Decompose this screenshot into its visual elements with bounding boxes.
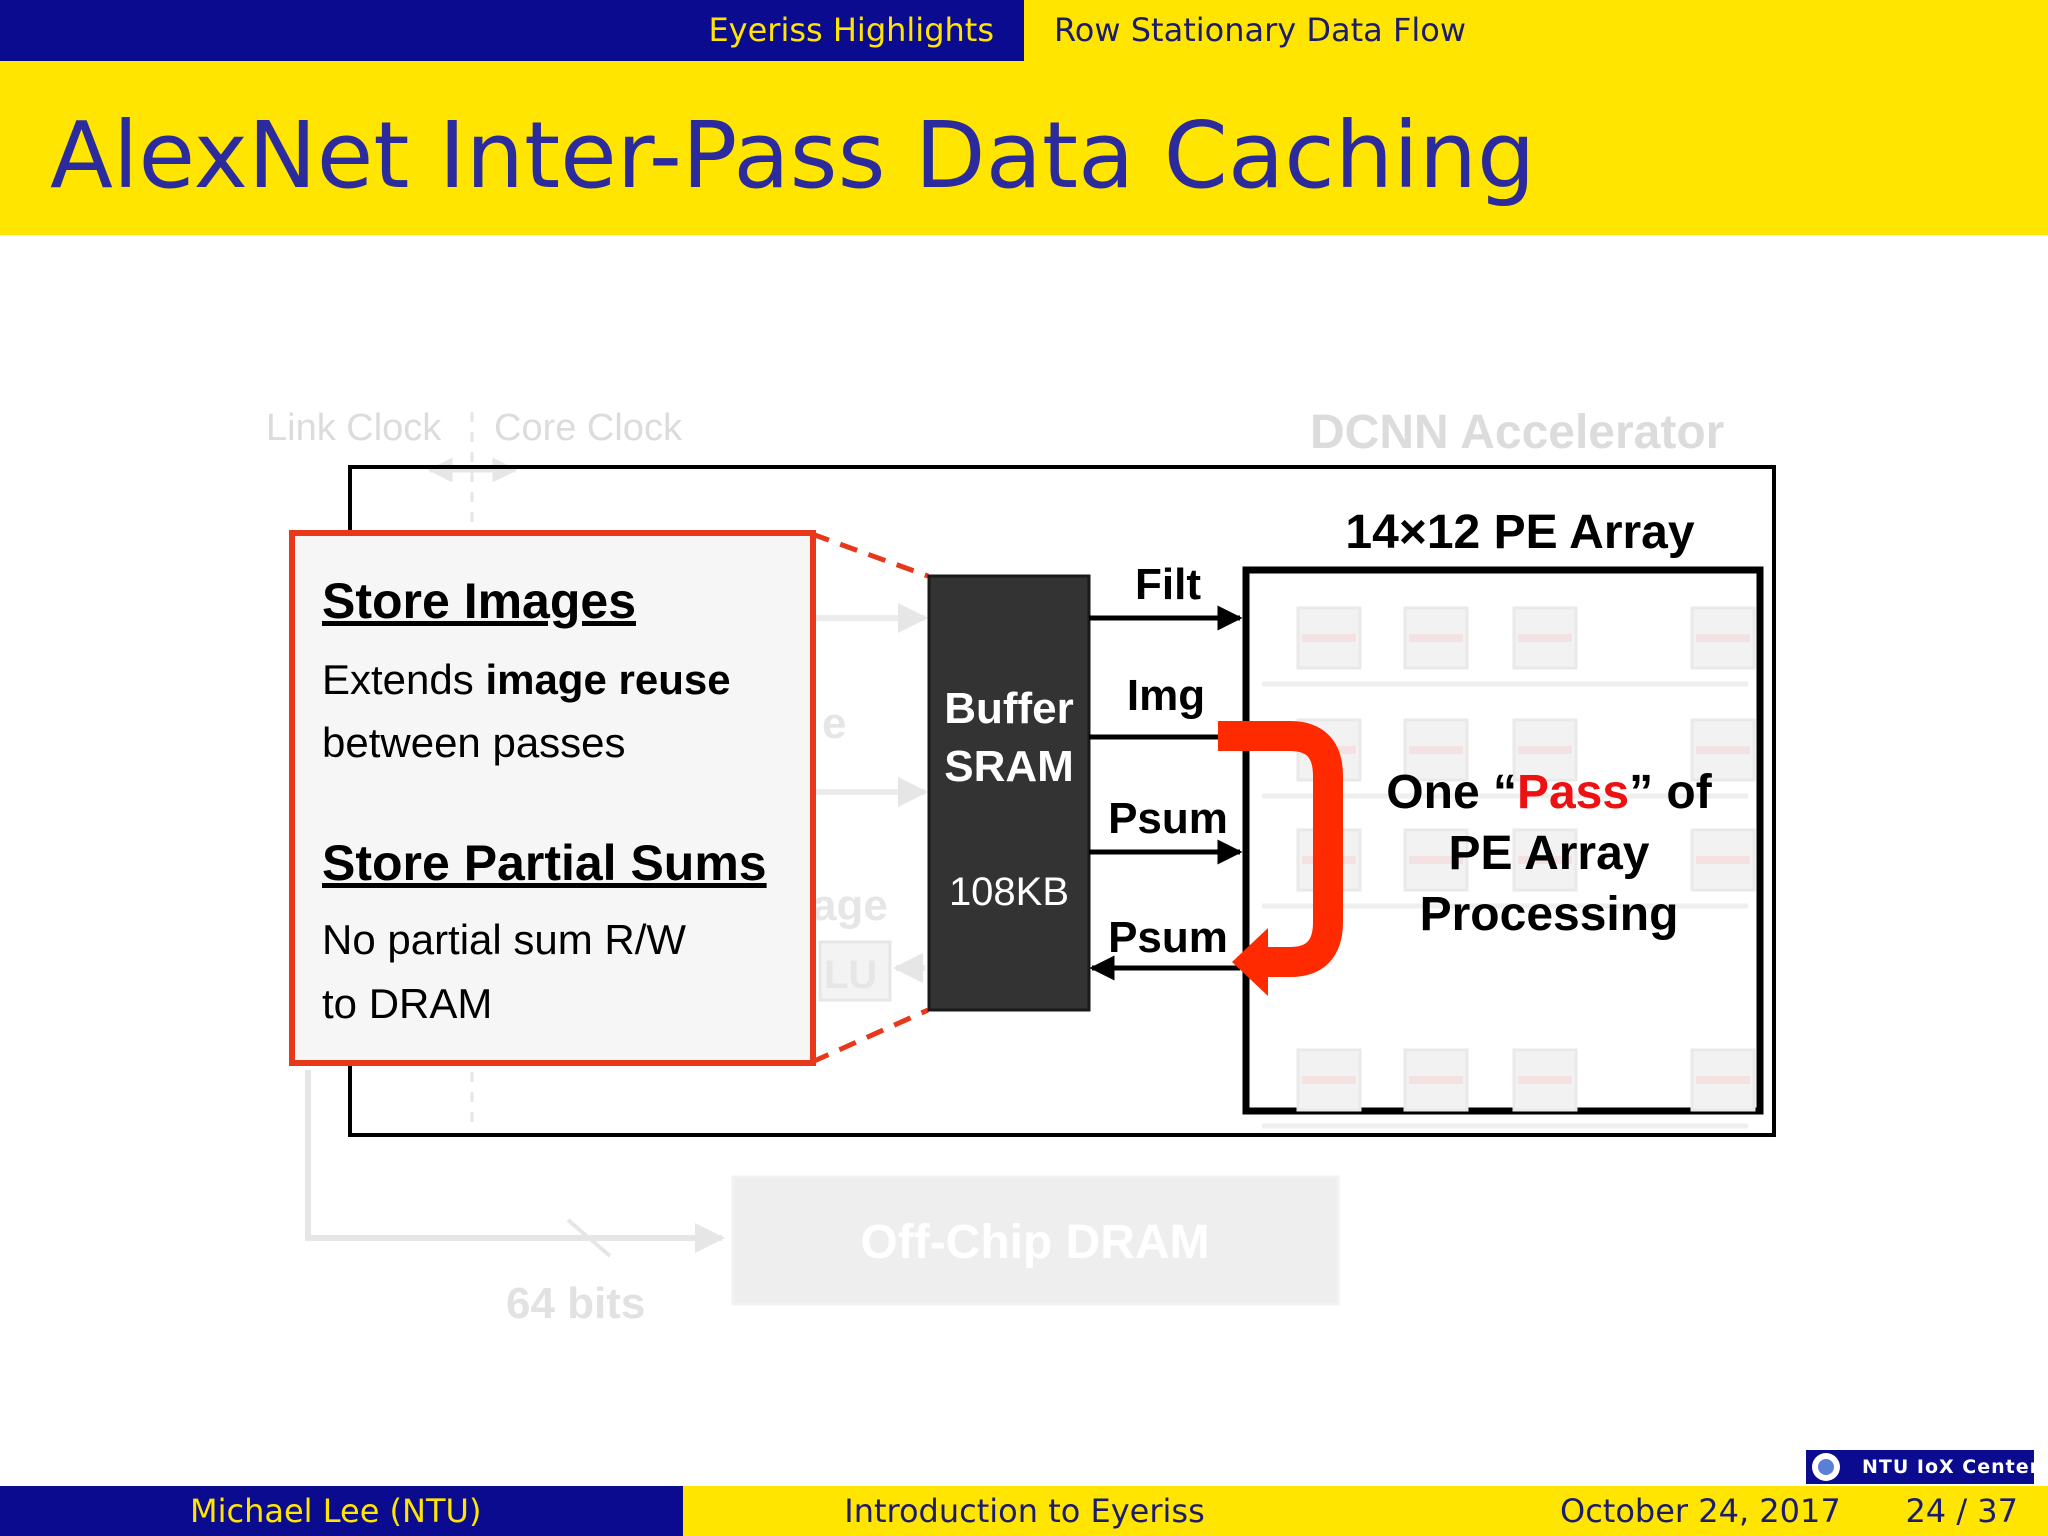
footer-page-number: 24 / 37 xyxy=(1905,1492,2018,1530)
ntu-iox-logo: NTU IoX Center xyxy=(1806,1450,2039,1484)
pe-cell-stripe xyxy=(1409,1076,1463,1084)
pe-cell-stripe xyxy=(1696,746,1750,754)
footer-author: Michael Lee (NTU) xyxy=(190,1492,482,1530)
store-images-line2: between passes xyxy=(322,719,626,766)
store-psums-heading: Store Partial Sums xyxy=(322,835,767,891)
faded-fragment-age: age xyxy=(812,881,888,930)
psum-in-label: Psum xyxy=(1108,794,1228,843)
core-clock-label: Core Clock xyxy=(494,407,683,449)
pe-cell-stripe xyxy=(1696,634,1750,642)
nav-section-link[interactable]: Eyeriss Highlights xyxy=(708,11,994,49)
callout-box xyxy=(289,530,816,1066)
pe-cell-stripe xyxy=(1302,1076,1356,1084)
footer-talk-bar: Introduction to Eyeriss xyxy=(683,1486,1366,1536)
dram-link-line xyxy=(305,1070,725,1253)
store-images-line1: Extends image reuse xyxy=(322,656,731,703)
off-chip-dram-label: Off-Chip DRAM xyxy=(860,1216,1209,1269)
pe-cell-stripe xyxy=(1518,634,1572,642)
pe-cell-stripe xyxy=(1518,746,1572,754)
filt-label: Filt xyxy=(1135,560,1201,609)
pe-cell-stripe xyxy=(1409,746,1463,754)
buffer-sram-block xyxy=(927,574,1091,1012)
pass-loop-arrowhead xyxy=(1232,928,1268,996)
pass-line3: Processing xyxy=(1420,888,1679,941)
img-label: Img xyxy=(1127,671,1205,720)
pe-cell-stripe xyxy=(1696,856,1750,864)
nav-subsection-bar: Row Stationary Data Flow xyxy=(1024,0,2048,61)
pe-cell-stripe xyxy=(1409,634,1463,642)
store-images-heading: Store Images xyxy=(322,573,636,629)
faded-fragment-e: e xyxy=(822,699,846,748)
pe-cell-stripe xyxy=(1409,856,1463,864)
logo-mark-icon xyxy=(1812,1453,1840,1481)
callout-connector-top xyxy=(811,531,929,579)
title-bar: AlexNet Inter-Pass Data Caching xyxy=(0,61,2048,235)
footer-date: October 24, 2017 xyxy=(1560,1492,1841,1530)
faded-fragment-lu: LU xyxy=(824,953,877,997)
link-clock-label: Link Clock xyxy=(266,407,442,449)
store-psums-line1: No partial sum R/W xyxy=(322,916,686,963)
buffer-label-line2: SRAM xyxy=(944,742,1074,791)
pe-cell-stripe xyxy=(1518,1076,1572,1084)
nav-section-bar: Eyeriss Highlights xyxy=(0,0,1024,61)
store-psums-line2: to DRAM xyxy=(322,980,492,1027)
callout-connector-bottom xyxy=(810,1007,930,1065)
pe-cell-stripe xyxy=(1696,1076,1750,1084)
logo-text: NTU IoX Center xyxy=(1862,1456,2040,1478)
pass-loop-arrow xyxy=(1218,721,1343,977)
pe-cell-stripe xyxy=(1302,634,1356,642)
footer-talk-title: Introduction to Eyeriss xyxy=(844,1492,1205,1530)
psum-out-label: Psum xyxy=(1108,913,1228,962)
faded-alu-box xyxy=(818,940,892,1002)
buffer-size-label: 108KB xyxy=(949,870,1069,914)
footer-author-bar: Michael Lee (NTU) xyxy=(0,1486,683,1536)
pe-cell-stripe xyxy=(1518,856,1572,864)
slide-title: AlexNet Inter-Pass Data Caching xyxy=(50,102,1536,209)
pass-line2: PE Array xyxy=(1449,827,1650,880)
nav-subsection-link[interactable]: Row Stationary Data Flow xyxy=(1054,11,1466,49)
bus-width-label: 64 bits xyxy=(506,1279,645,1328)
pe-array-title: 14×12 PE Array xyxy=(1345,506,1694,559)
buffer-label-line1: Buffer xyxy=(944,684,1074,733)
dcnn-accelerator-label: DCNN Accelerator xyxy=(1310,406,1724,459)
bus-width-tick xyxy=(566,1218,612,1258)
pass-line1: One “Pass” of xyxy=(1386,766,1712,819)
off-chip-dram-box xyxy=(731,1175,1340,1306)
footer-date-bar: October 24, 2017 24 / 37 xyxy=(1366,1486,2048,1536)
